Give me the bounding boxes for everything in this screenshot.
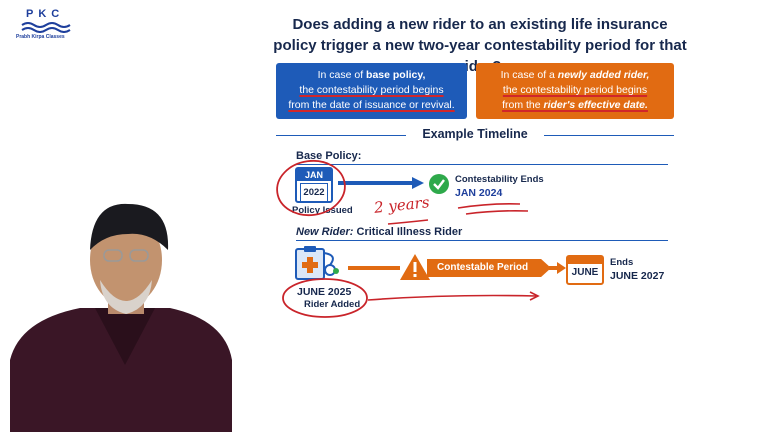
rider-info-line2: the contestability period begins xyxy=(502,84,648,96)
base-start-month: JAN xyxy=(297,169,331,181)
medical-clipboard-icon xyxy=(295,246,339,280)
rider-start-date: JUNE 2025 xyxy=(297,286,352,298)
divider xyxy=(296,240,668,241)
base-info-line3: from the date of issuance or revival. xyxy=(288,99,455,111)
base-policy-label: Base Policy: xyxy=(296,150,362,162)
rider-info-line3: from the rider's effective date. xyxy=(502,99,648,111)
policy-issued-caption: Policy Issued xyxy=(292,205,353,216)
calendar-icon: JAN 2022 xyxy=(295,167,333,203)
logo-letters: PKC xyxy=(26,8,65,20)
base-info-line1: In case of base policy, xyxy=(317,69,426,81)
contestability-ends-label: Contestability Ends xyxy=(455,174,544,185)
base-info-line2: the contestability period begins xyxy=(299,84,444,96)
rider-ends-label: Ends xyxy=(610,257,634,268)
timeline-title: Example Timeline xyxy=(422,127,528,141)
brand-logo: PKC Prabh Kirpa Classes xyxy=(16,8,76,44)
rider-end-date: JUNE 2027 xyxy=(610,270,665,282)
rider-end-month: JUNE xyxy=(571,267,599,278)
rider-info-line1: In case of a newly added rider, xyxy=(500,69,650,81)
logo-tagline: Prabh Kirpa Classes xyxy=(16,34,65,40)
calendar-icon: JUNE xyxy=(566,255,604,285)
base-policy-info-box: In case of base policy, the contestabili… xyxy=(276,63,467,119)
timeline-header: Example Timeline xyxy=(276,126,674,144)
checkmark-icon xyxy=(429,174,449,194)
base-start-year: 2022 xyxy=(300,183,328,203)
presenter-webcam-image xyxy=(10,203,232,432)
contestable-period-banner: Contestable Period xyxy=(427,259,551,277)
new-rider-label: New Rider: Critical Illness Rider xyxy=(296,226,463,238)
handwritten-annotation: 2 years xyxy=(373,193,431,217)
warning-icon xyxy=(400,254,430,280)
rider-info-box: In case of a newly added rider, the cont… xyxy=(476,63,674,119)
slide-title: Does adding a new rider to an existing l… xyxy=(273,16,687,75)
logo-waves-icon xyxy=(21,22,71,33)
divider xyxy=(544,135,674,136)
rider-added-caption: Rider Added xyxy=(304,299,361,310)
divider xyxy=(276,135,406,136)
divider xyxy=(296,164,668,165)
base-end-date: JAN 2024 xyxy=(455,187,503,199)
